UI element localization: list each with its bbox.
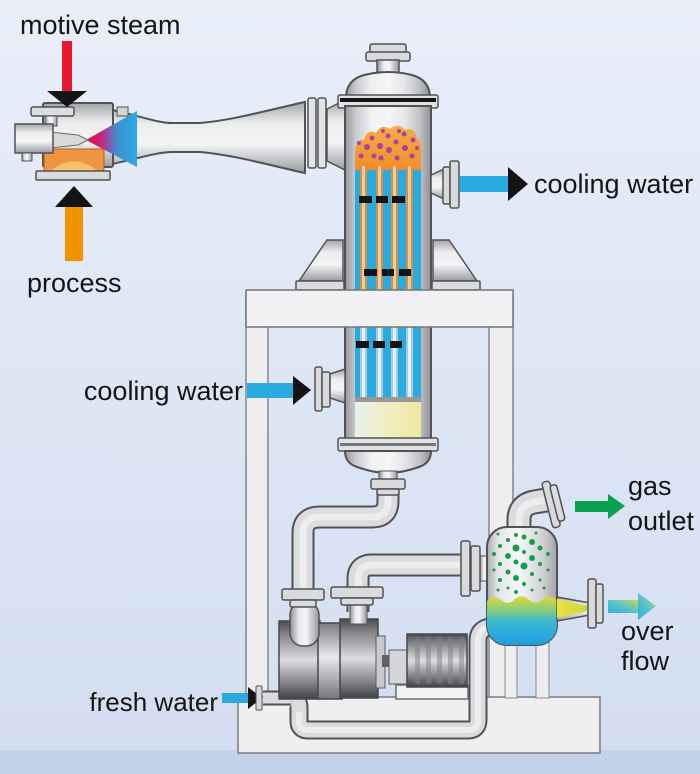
label-cooling-water-in: cooling water: [84, 376, 243, 406]
cooling-water-inlet-nozzle: [314, 366, 346, 412]
cooling-water-out-arrow-head: [508, 167, 528, 201]
overflow-arrow-shaft: [608, 600, 638, 613]
label-fresh-water: fresh water: [89, 687, 218, 717]
separator-leg-right: [535, 639, 550, 699]
tubes-cool: [360, 327, 413, 398]
cooling-water-in-arrow-shaft: [247, 383, 293, 398]
condensate-pool: [355, 402, 421, 438]
overflow-arrow-head: [638, 593, 656, 620]
drain-flange: [370, 478, 406, 496]
fresh-water-arrow-head: [248, 687, 262, 709]
gas-bubbles: [492, 531, 550, 594]
floor-band: [0, 750, 700, 774]
condensate-drain-pipe: [291, 480, 400, 596]
overflow-nozzle: [556, 578, 604, 629]
cooling-water-in-arrow-head: [293, 376, 311, 405]
steam-inlet-valve: [14, 106, 75, 162]
fresh-water-arrow-shaft: [222, 693, 248, 703]
cooling-water-out-arrow-shaft: [460, 176, 508, 192]
flow-arrows: [47, 41, 656, 711]
label-process: process: [27, 268, 122, 298]
label-gas-outlet-line1: gas: [628, 471, 672, 501]
steam-ejector: [14, 97, 346, 181]
pump-suction-flange: [281, 588, 325, 608]
pump-discharge-pipe: [346, 553, 491, 612]
ejector-diffuser: [111, 100, 306, 175]
condenser: [295, 43, 481, 496]
frame-beam: [245, 289, 514, 328]
separator-inlet-flange: [460, 540, 481, 597]
process-arrow-head: [55, 186, 93, 207]
label-overflow-line2: flow: [621, 646, 670, 676]
cooling-water-outlet-nozzle: [430, 160, 460, 209]
pump-discharge-flange: [330, 586, 384, 606]
label-motive-steam: motive steam: [20, 10, 181, 40]
tubes-hot: [360, 166, 413, 290]
steam-jet-spray: [86, 111, 137, 167]
label-gas-outlet-line2: outlet: [628, 506, 695, 536]
gas-outlet-arrow-head: [608, 494, 625, 519]
label-cooling-water-out: cooling water: [534, 169, 693, 199]
pump-suction-neck: [289, 601, 320, 647]
motive-steam-arrow-shaft: [62, 41, 72, 91]
motor-fins: [415, 637, 464, 684]
gas-outlet-flange: [541, 480, 566, 529]
frame-post-left: [245, 294, 269, 701]
gas-separator: [486, 480, 604, 646]
liquid-ring-pump: [278, 586, 469, 700]
pump-casing-right: [339, 618, 379, 699]
process-arrow-shaft: [65, 207, 83, 261]
labels: motive steam process cooling water cooli…: [20, 10, 695, 717]
motive-steam-arrow-head: [47, 91, 87, 107]
saddle-supports: [295, 239, 481, 291]
condenser-dome: [344, 70, 432, 99]
baffles: [356, 196, 411, 348]
separator-liquid: [487, 596, 557, 645]
pump-casing-mid: [317, 622, 343, 700]
label-overflow-line1: over: [621, 616, 674, 646]
diffuser-flange: [307, 97, 327, 169]
gas-outlet-arrow-shaft: [575, 501, 608, 512]
separator-leg-left: [504, 639, 518, 699]
tube-sheet: [355, 397, 421, 402]
condensate-droplets: [357, 129, 419, 161]
